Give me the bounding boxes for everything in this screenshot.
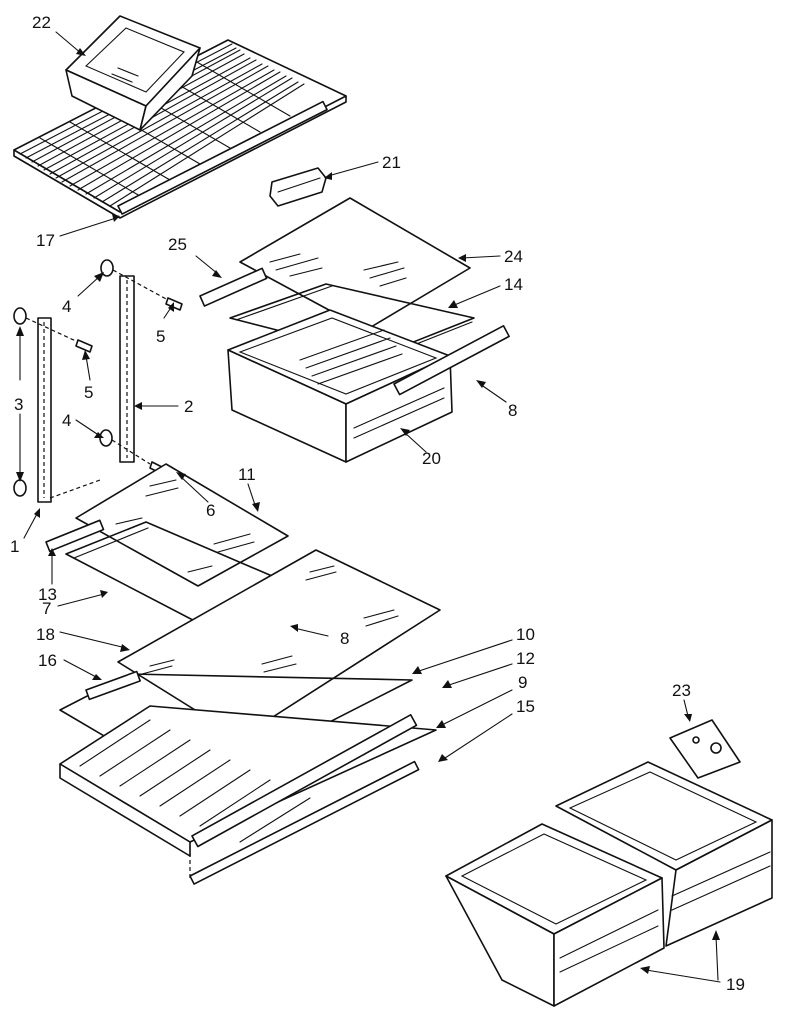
callout-24: 24 [504, 247, 523, 266]
callout-23: 23 [672, 681, 691, 700]
callout-labels: 22 21 17 25 24 14 4 5 3 5 2 4 8 20 11 6 … [10, 13, 745, 994]
callout-4-lower: 4 [62, 411, 71, 430]
callout-6: 6 [206, 501, 215, 520]
callout-5-left: 5 [84, 383, 93, 402]
control-plate [669, 719, 741, 779]
wire-shelf [13, 39, 347, 219]
callout-15: 15 [516, 697, 535, 716]
callout-13: 13 [38, 585, 57, 604]
shelf-support-rail-right [119, 275, 135, 463]
glass-shelf-middle [75, 463, 289, 587]
crisper-bin-small [65, 15, 201, 131]
callout-12: 12 [516, 649, 535, 668]
callout-21: 21 [382, 153, 401, 172]
callout-7: 7 [42, 599, 51, 618]
callout-1: 1 [10, 537, 19, 556]
callout-19: 19 [726, 975, 745, 994]
callout-22: 22 [32, 13, 51, 32]
crisper-bin-left [445, 823, 665, 1007]
callout-4-upper: 4 [62, 297, 71, 316]
glass-cover-upper [239, 197, 471, 331]
callout-25: 25 [168, 235, 187, 254]
crisper-drawer-upper [227, 309, 510, 463]
glass-shelf-lower [117, 549, 441, 739]
callout-17: 17 [36, 231, 55, 250]
crisper-drawer-large [59, 705, 437, 885]
callout-11: 11 [238, 465, 256, 484]
shelf-support-rail-left [37, 317, 52, 503]
callout-20: 20 [422, 449, 441, 468]
callout-8-upper: 8 [508, 401, 517, 420]
crisper-bin-right [555, 761, 773, 947]
callout-9: 9 [518, 673, 527, 692]
callout-3: 3 [14, 395, 23, 414]
shelf-trim-bracket [269, 167, 327, 207]
callout-5-right: 5 [156, 327, 165, 346]
callout-18: 18 [36, 625, 55, 644]
callout-16: 16 [38, 651, 57, 670]
leader-lines [16, 31, 721, 983]
callout-14: 14 [504, 275, 523, 294]
callout-10: 10 [516, 625, 535, 644]
callout-2: 2 [184, 397, 193, 416]
callout-8-lower: 8 [340, 629, 349, 648]
